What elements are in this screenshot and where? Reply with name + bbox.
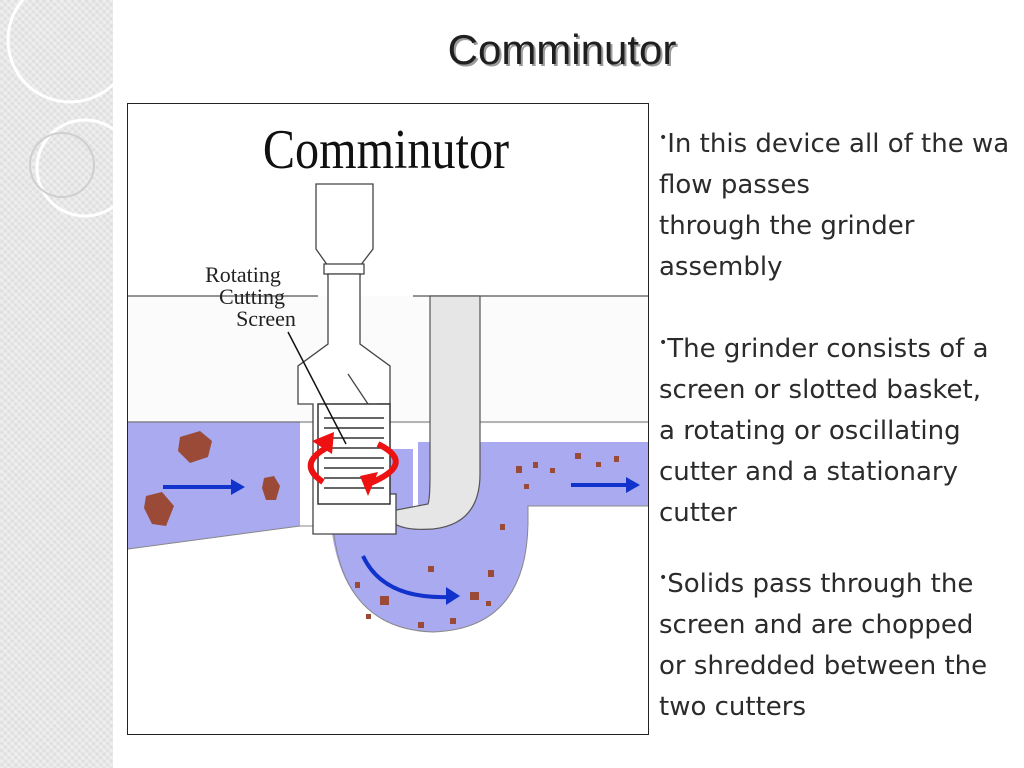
rotation-arrow-head-left [312,432,334,454]
slide-title: Comminutor [447,26,677,73]
bullet-marker: • [659,570,668,586]
bullet-marker: • [659,335,668,351]
cutting-screen [317,403,391,505]
bullet-1-line-3: through the grinder [659,211,915,241]
solid-particles [144,431,619,628]
bullet-list: •In this device all of the wa flow passe… [659,124,1024,734]
baffle-wall [385,295,481,530]
bullet-item-1: •In this device all of the wa flow passe… [659,124,1024,288]
bullet-1-line-2: flow passes [659,170,810,200]
bullet-2-line-4: cutter and a stationary [659,457,958,487]
rotation-arrow [307,441,399,487]
rotation-arrow-head-right [360,472,378,496]
bullet-marker: • [659,130,668,146]
bullet-item-3: •Solids pass through the screen and are … [659,564,1024,728]
bullet-1-line-4: assembly [659,252,783,282]
bullet-2-line-1: The grinder consists of a [667,334,989,364]
bullet-2-line-5: cutter [659,498,737,528]
bullet-3-line-4: two cutters [659,692,807,722]
comminutor-diagram-drawing: Comminutor [128,119,648,633]
decorative-circles [6,0,113,218]
bullet-3-line-3: or shredded between the [659,651,988,681]
comminutor-diagram: Comminutor [127,103,649,735]
bullet-3-line-2: screen and are chopped [659,610,974,640]
bullet-3-line-1: Solids pass through the [667,569,974,599]
bullet-2-line-2: screen or slotted basket, [659,375,981,405]
bullet-1-line-1: In this device all of the wa [667,129,1010,159]
bullet-2-line-3: a rotating or oscillating [659,416,961,446]
label-line-2: Cutting [219,284,285,309]
label-leader-line [287,331,347,445]
label-line-3: Screen [236,306,296,331]
bullet-item-2: •The grinder consists of a screen or slo… [659,329,1024,534]
decorative-side-strip [0,0,113,768]
flow-arrow [163,477,640,605]
label-line-1: Rotating [205,262,281,287]
diagram-heading: Comminutor [263,119,509,181]
